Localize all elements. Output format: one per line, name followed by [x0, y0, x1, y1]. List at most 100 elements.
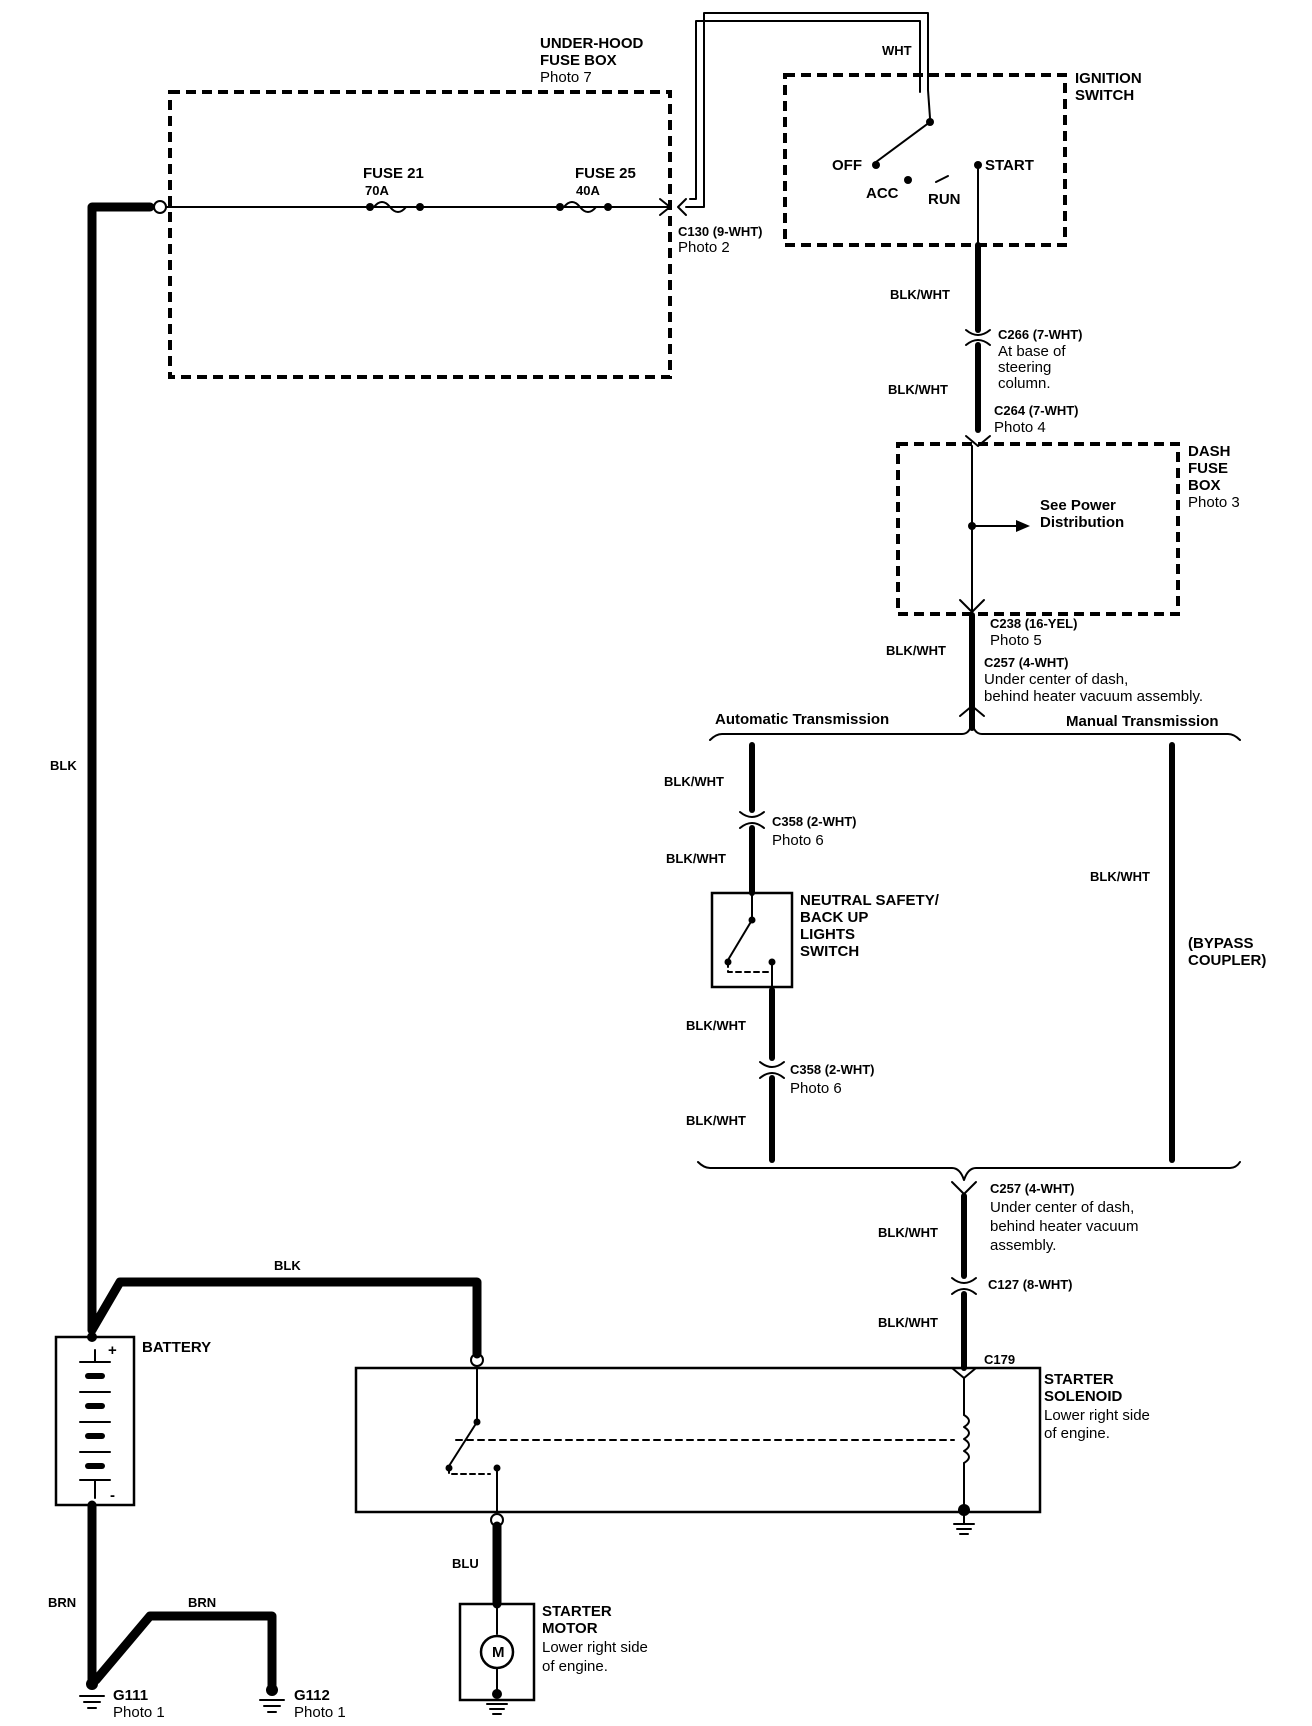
wire-label-blkwht-auto4: BLK/WHT — [686, 1113, 746, 1128]
c358-top-photo: Photo 6 — [772, 832, 824, 849]
underhood-fuse-box-outline — [168, 90, 672, 379]
c264-photo: Photo 4 — [994, 419, 1046, 436]
dash-fuse-box-title3: BOX — [1188, 477, 1221, 494]
g111-ground-dot — [86, 1678, 98, 1690]
battery-minus-sign: - — [110, 1487, 115, 1504]
starter-solenoid-box — [354, 1366, 1042, 1514]
starter-solenoid-line1: Lower right side — [1044, 1407, 1150, 1424]
solenoid-contact-arm — [448, 1421, 478, 1467]
c127-connector-mating — [951, 1288, 977, 1295]
fuse25-symbol — [563, 201, 597, 213]
c238-id: C238 (16-YEL) — [990, 616, 1077, 631]
ignition-switch-arm — [875, 121, 931, 163]
c266-line3: column. — [998, 375, 1051, 392]
fuse21-terminal-left — [366, 203, 374, 211]
fuse25-terminal-left — [556, 203, 564, 211]
ignition-off-label: OFF — [832, 157, 862, 174]
c127-id: C127 (8-WHT) — [988, 1277, 1073, 1292]
wire-label-blkwht-manual: BLK/WHT — [1090, 869, 1150, 884]
c179-id: C179 — [984, 1352, 1015, 1367]
ignition-switch-title2: SWITCH — [1075, 87, 1134, 104]
fuse21-name: FUSE 21 — [363, 165, 424, 182]
c266-line2: steering — [998, 359, 1051, 376]
neutral-switch-mech-link — [727, 961, 773, 973]
c130-id: C130 (9-WHT) — [678, 224, 763, 239]
fuse-box-input-terminal — [153, 200, 167, 214]
fuse25-name: FUSE 25 — [575, 165, 636, 182]
wire-label-blkwht-auto1: BLK/WHT — [664, 774, 724, 789]
g112-ground-dot — [266, 1684, 278, 1696]
wire-label-brn-strap: BRN — [188, 1595, 216, 1610]
c130-connector-mating — [677, 198, 687, 216]
c257-top-connector-symbol — [959, 705, 985, 717]
underhood-fuse-box-title2: FUSE BOX — [540, 52, 617, 69]
dash-fuse-box-outline — [896, 442, 1180, 616]
neutral-switch-title3: LIGHTS — [800, 926, 855, 943]
transmission-automatic-label: Automatic Transmission — [715, 711, 889, 728]
neutral-switch-title2: BACK UP — [800, 909, 868, 926]
ignition-off-contact — [872, 161, 880, 169]
starter-motor-m: M — [492, 1644, 505, 1661]
c257-bottom-id: C257 (4-WHT) — [990, 1181, 1075, 1196]
g111-id: G111 — [113, 1687, 148, 1704]
ignition-run-label: RUN — [928, 191, 961, 208]
ignition-wire-label-wht: WHT — [882, 43, 912, 58]
c257-bottom-line2: behind heater vacuum — [990, 1218, 1138, 1235]
dash-fuse-box-title2: FUSE — [1188, 460, 1228, 477]
wire-label-blkwht-1: BLK/WHT — [890, 287, 950, 302]
c257-top-line1: Under center of dash, — [984, 671, 1128, 688]
fuse21-terminal-right — [416, 203, 424, 211]
starter-solenoid-title1: STARTER — [1044, 1371, 1114, 1388]
fuse25-terminal-right — [604, 203, 612, 211]
fuse21-symbol — [373, 201, 407, 213]
wire-label-blk-left: BLK — [50, 758, 77, 773]
neutral-switch-title1: NEUTRAL SAFETY/ — [800, 892, 940, 909]
c358-top-id: C358 (2-WHT) — [772, 814, 857, 829]
c266-connector-symbol — [965, 329, 991, 336]
wire-label-blkwht-3: BLK/WHT — [886, 643, 946, 658]
ignition-run-contact — [935, 175, 949, 183]
power-distribution-arrowhead — [1016, 520, 1030, 532]
c257-top-id: C257 (4-WHT) — [984, 655, 1069, 670]
bypass-coupler-line1: (BYPASS — [1188, 935, 1254, 952]
wire-label-blkwht-low1: BLK/WHT — [878, 1225, 938, 1240]
battery-plus-sign: + — [108, 1342, 117, 1359]
solenoid-ground-dot — [958, 1504, 970, 1516]
ignition-start-label: START — [985, 157, 1034, 174]
ignition-switch-title1: IGNITION — [1075, 70, 1142, 87]
c257-bottom-connector-symbol — [951, 1181, 977, 1195]
fuse25-rating: 40A — [576, 183, 600, 198]
transmission-merge-bracket — [697, 1161, 1241, 1181]
underhood-fuse-box-title1: UNDER-HOOD — [540, 35, 643, 52]
c238-photo: Photo 5 — [990, 632, 1042, 649]
fuse21-rating: 70A — [365, 183, 389, 198]
wire-label-blkwht-auto3: BLK/WHT — [686, 1018, 746, 1033]
ignition-acc-label: ACC — [866, 185, 899, 202]
c257-bottom-line3: assembly. — [990, 1237, 1056, 1254]
g111-photo: Photo 1 — [113, 1704, 165, 1721]
starter-motor-title1: STARTER — [542, 1603, 612, 1620]
g112-id: G112 — [294, 1687, 330, 1704]
neutral-switch-title4: SWITCH — [800, 943, 859, 960]
c358-bottom-connector-mating — [759, 1072, 785, 1079]
solenoid-coil — [963, 1414, 970, 1464]
dash-fuse-box-title1: DASH — [1188, 443, 1231, 460]
starter-solenoid-line2: of engine. — [1044, 1425, 1110, 1442]
wht-wire-to-ignition — [685, 12, 931, 208]
starter-motor-title2: MOTOR — [542, 1620, 598, 1637]
c264-id: C264 (7-WHT) — [994, 403, 1079, 418]
c266-line1: At base of — [998, 343, 1066, 360]
battery-label: BATTERY — [142, 1339, 211, 1356]
wire-label-blkwht-low2: BLK/WHT — [878, 1315, 938, 1330]
solenoid-contact-dash — [448, 1467, 491, 1475]
starter-motor-line1: Lower right side — [542, 1639, 648, 1656]
bypass-coupler-line2: COUPLER) — [1188, 952, 1266, 969]
wire-label-blkwht-2: BLK/WHT — [888, 382, 948, 397]
battery-to-solenoid-wire-blk — [87, 1277, 482, 1359]
ignition-acc-contact — [904, 176, 912, 184]
g112-photo: Photo 1 — [294, 1704, 346, 1721]
battery-positive-terminal — [87, 1332, 97, 1342]
ground-strap-wire-brn — [91, 1611, 277, 1695]
wire-label-blu: BLU — [452, 1556, 479, 1571]
